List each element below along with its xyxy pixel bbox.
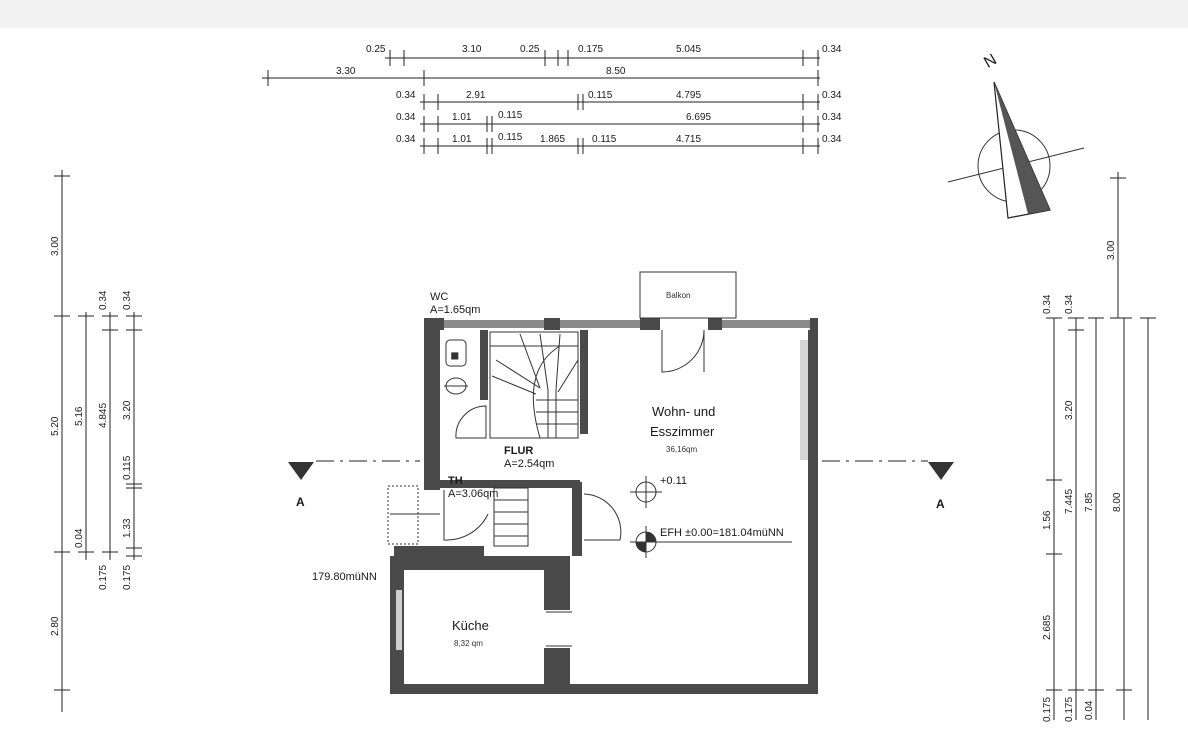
dim-top-r3-2: 0.115: [588, 90, 613, 101]
room-wc-area: A=1.65qm: [430, 304, 480, 316]
doors: ▦: [387, 271, 737, 647]
dim-top-r3-3: 4.795: [676, 90, 701, 101]
section-label-left: A: [296, 495, 305, 509]
dim-top-r5-6: 0.34: [822, 134, 842, 145]
dim-right-7-445: 7.445: [1064, 489, 1075, 514]
room-wohn-line1: Wohn- und: [652, 404, 715, 419]
north-arrow-icon: N: [947, 51, 1085, 219]
dim-top-r5-0: 0.34: [396, 134, 416, 145]
room-labels: WC A=1.65qm Balkon Wohn- und Esszimmer 3…: [430, 291, 715, 648]
room-flur-name: FLUR: [504, 445, 533, 457]
dim-top-r3-4: 0.34: [822, 90, 842, 101]
dim-right-2-685: 2.685: [1042, 615, 1053, 640]
room-wc-name: WC: [430, 291, 448, 303]
section-marker-left-icon: [288, 462, 314, 480]
dim-left-3-20: 3.20: [122, 400, 133, 420]
level-markers: +0.11 EFH ±0.00=181.04müNN 179.80müNN: [312, 475, 792, 583]
dim-top-r1-2: 0.25: [520, 44, 540, 55]
staircase: [489, 331, 579, 547]
dim-top-r1-0: 0.25: [366, 44, 386, 55]
room-kueche-area: 8,32 qm: [454, 639, 483, 648]
section-line: A A: [288, 460, 954, 511]
room-wohn-line2: Esszimmer: [650, 424, 715, 439]
dim-top-r1-5: 0.34: [822, 44, 842, 55]
dim-left-4-845: 4.845: [98, 403, 109, 428]
dim-left-5-16: 5.16: [74, 406, 85, 426]
dim-right-0-175-b: 0.175: [1064, 697, 1075, 722]
dim-left-0-04: 0.04: [74, 528, 85, 548]
dim-top-r3-1: 2.91: [466, 90, 486, 101]
dim-left-0-175-b: 0.175: [122, 565, 133, 590]
scan-top-band: [0, 0, 1188, 28]
dim-top-r5-5: 4.715: [676, 134, 701, 145]
dim-left-2-80: 2.80: [50, 616, 61, 636]
dim-top-r5-1: 1.01: [452, 134, 472, 145]
dim-left-1-33: 1.33: [122, 518, 133, 538]
dim-top-r2-1: 8.50: [606, 66, 626, 77]
dim-top-r4-1: 1.01: [452, 112, 472, 123]
room-balkon-name: Balkon: [666, 291, 690, 300]
dim-top-r1-3: 0.175: [578, 44, 603, 55]
walls: [390, 318, 818, 694]
dim-right-0-34-a: 0.34: [1042, 294, 1053, 314]
dim-top-r5-3: 1.865: [540, 134, 565, 145]
level-plus-0-11: +0.11: [660, 475, 687, 487]
dim-right-8-00: 8.00: [1112, 492, 1123, 512]
dim-left-5-20: 5.20: [50, 416, 61, 436]
efh-marker-icon: [630, 526, 792, 558]
room-kueche-name: Küche: [452, 618, 489, 633]
dim-left-0-34-b: 0.34: [122, 290, 133, 310]
room-flur-area: A=2.54qm: [504, 458, 554, 470]
dim-right-3-20: 3.20: [1064, 400, 1075, 420]
level-efh: EFH ±0.00=181.04müNN: [660, 527, 784, 539]
dim-right-0-175-a: 0.175: [1042, 697, 1053, 722]
dim-top-r4-0: 0.34: [396, 112, 416, 123]
dim-top-r4-2: 0.115: [498, 110, 523, 121]
room-th-name: TH: [448, 475, 463, 487]
dim-top-r4-4: 0.34: [822, 112, 842, 123]
section-label-right: A: [936, 497, 945, 511]
dim-right-7-85: 7.85: [1084, 492, 1095, 512]
balcony-box: [639, 271, 737, 319]
left-dimension-chains: 3.00 5.20 5.16 4.845 3.20 0.115 0.34 0.3…: [50, 170, 142, 712]
dim-top-r5-4: 0.115: [592, 134, 617, 145]
dim-left-0-115: 0.115: [122, 455, 133, 480]
dim-left-0-34-a: 0.34: [98, 290, 109, 310]
dim-left-0-175-a: 0.175: [98, 565, 109, 590]
dim-right-0-34-b: 0.34: [1064, 294, 1075, 314]
dim-top-r5-2: 0.115: [498, 132, 523, 143]
svg-text:▦: ▦: [451, 351, 459, 360]
top-dimension-chains: 0.25 3.10 0.25 0.175 5.045 0.34 3.30 8.5…: [262, 44, 842, 154]
level-outside: 179.80müNN: [312, 571, 377, 583]
dim-top-r4-3: 6.695: [686, 112, 711, 123]
dim-right-3-00: 3.00: [1106, 240, 1117, 260]
dim-right-1-56: 1.56: [1042, 510, 1053, 530]
room-th-area: A=3.06qm: [448, 488, 498, 500]
dim-top-r1-4: 5.045: [676, 44, 701, 55]
dim-left-3-00: 3.00: [50, 236, 61, 256]
room-wohn-area: 36,16qm: [666, 445, 697, 454]
dim-top-r2-0: 3.30: [336, 66, 356, 77]
dim-top-r3-0: 0.34: [396, 90, 416, 101]
dim-right-0-04: 0.04: [1084, 700, 1095, 720]
section-marker-right-icon: [928, 462, 954, 480]
dim-top-r1-1: 3.10: [462, 44, 482, 55]
right-dimension-chains: 3.00 0.34 0.34 3.20 1.56 7.445 7.85 8.00…: [1042, 172, 1156, 722]
level-marker-icon: [630, 476, 662, 508]
